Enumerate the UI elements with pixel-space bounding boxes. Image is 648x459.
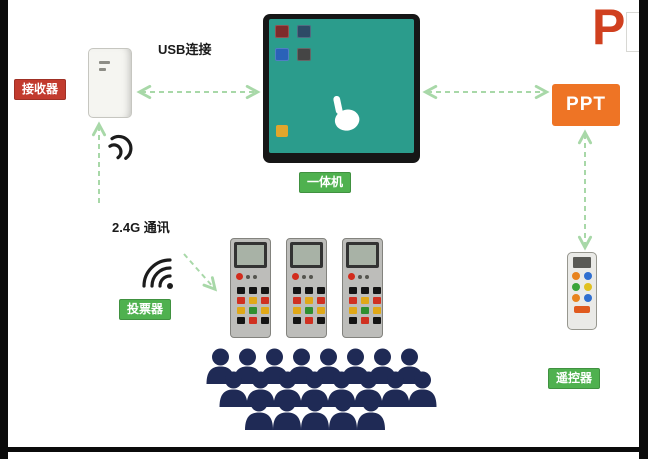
wifi-signal-icon — [142, 258, 173, 289]
powerpoint-logo: P — [592, 0, 626, 55]
clicker-small-button — [365, 274, 369, 279]
clicker-key — [237, 307, 245, 314]
bottom-border — [0, 447, 648, 452]
receiver-device — [88, 48, 132, 118]
clicker-key — [317, 307, 325, 314]
left-border — [0, 0, 8, 459]
powerpoint-doc-shape — [626, 12, 640, 52]
remote-label: 遥控器 — [548, 368, 601, 389]
clicker-key — [249, 317, 257, 324]
clicker-key — [361, 287, 369, 294]
desktop-app-icon — [275, 25, 289, 38]
receiver-slot — [99, 61, 110, 64]
clicker-key — [317, 287, 325, 294]
clicker-small-button — [253, 274, 257, 279]
clicker-key — [261, 317, 269, 324]
receiver-label: 接收器 — [14, 79, 67, 100]
clicker-device — [342, 238, 383, 338]
remote-control-device — [567, 252, 597, 330]
clicker-key — [249, 297, 257, 304]
receiver-slot — [99, 68, 106, 71]
clicker-key — [261, 297, 269, 304]
desktop-app-icon — [297, 48, 311, 61]
all-in-one-display — [263, 14, 420, 163]
remote-screen — [573, 257, 591, 268]
crowd-rows — [206, 348, 437, 430]
clicker-key — [305, 297, 313, 304]
clicker-key — [305, 307, 313, 314]
clicker-key — [373, 317, 381, 324]
remote-button-grid — [572, 272, 592, 302]
clicker-key — [349, 287, 357, 294]
clicker-keypad — [234, 285, 269, 324]
usb-connection-label: USB连接 — [158, 42, 212, 57]
hand-cursor-icon — [333, 95, 360, 131]
connector-wireless-clickers — [183, 253, 218, 292]
clicker-key — [373, 287, 381, 294]
remote-key — [584, 283, 592, 291]
clicker-screen — [346, 242, 379, 268]
clicker-key — [349, 317, 357, 324]
clicker-keypad — [290, 285, 325, 324]
clicker-key — [293, 297, 301, 304]
signal-waves-icon — [108, 134, 133, 160]
clicker-key — [249, 287, 257, 294]
clicker-key — [237, 287, 245, 294]
clicker-key — [261, 287, 269, 294]
remote-bottom-button — [574, 306, 590, 313]
voter-label: 投票器 — [119, 299, 172, 320]
clicker-key — [305, 287, 313, 294]
clicker-key — [373, 297, 381, 304]
clicker-power-button — [348, 273, 355, 280]
clicker-mid-buttons — [290, 271, 323, 282]
right-border — [639, 0, 648, 459]
clicker-screen — [234, 242, 267, 268]
clicker-small-button — [358, 274, 362, 279]
clicker-small-button — [309, 274, 313, 279]
clicker-small-button — [302, 274, 306, 279]
clicker-device — [230, 238, 271, 338]
remote-key — [584, 294, 592, 302]
all-in-one-label: 一体机 — [299, 172, 352, 193]
remote-key — [572, 272, 580, 280]
clicker-key — [317, 297, 325, 304]
remote-key — [572, 283, 580, 291]
clicker-key — [293, 317, 301, 324]
clicker-key — [361, 317, 369, 324]
dock-icon — [276, 125, 288, 137]
clicker-key — [237, 317, 245, 324]
comm-2-4g-label: 2.4G 通讯 — [112, 220, 170, 235]
clicker-key — [317, 317, 325, 324]
clicker-mid-buttons — [234, 271, 267, 282]
clicker-mid-buttons — [346, 271, 379, 282]
desktop-app-icon — [297, 25, 311, 38]
clicker-small-button — [246, 274, 250, 279]
audience-crowd — [206, 348, 437, 430]
clicker-group — [230, 238, 383, 338]
clicker-keypad — [346, 285, 381, 324]
display-screen — [269, 19, 414, 153]
ppt-badge: PPT — [552, 84, 620, 126]
remote-key — [572, 294, 580, 302]
clicker-key — [349, 307, 357, 314]
desktop-icons — [275, 25, 311, 61]
clicker-key — [305, 317, 313, 324]
clicker-key — [249, 307, 257, 314]
clicker-power-button — [236, 273, 243, 280]
desktop-app-icon — [275, 48, 289, 61]
clicker-device — [286, 238, 327, 338]
clicker-key — [293, 287, 301, 294]
clicker-key — [361, 297, 369, 304]
clicker-screen — [290, 242, 323, 268]
clicker-power-button — [292, 273, 299, 280]
clicker-key — [293, 307, 301, 314]
clicker-key — [349, 297, 357, 304]
clicker-key — [237, 297, 245, 304]
clicker-key — [361, 307, 369, 314]
remote-key — [584, 272, 592, 280]
clicker-key — [373, 307, 381, 314]
clicker-key — [261, 307, 269, 314]
